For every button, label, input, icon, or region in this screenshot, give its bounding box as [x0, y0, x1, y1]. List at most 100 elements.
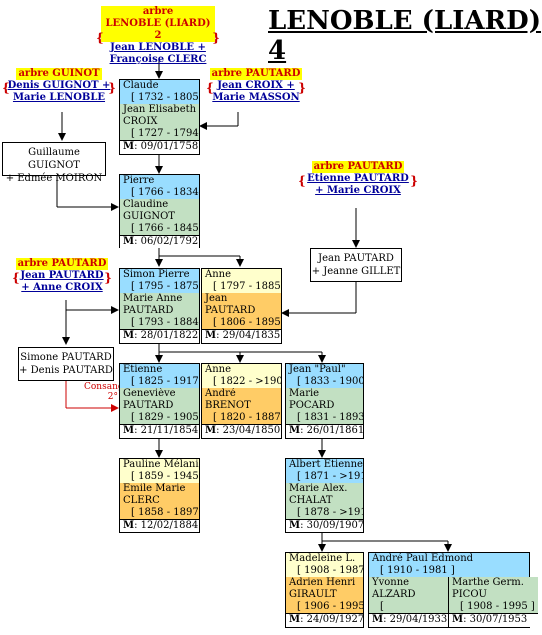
family-andre-paul[interactable]: André Paul Edmond [ 1910 - 1981 ] Yvonne… [368, 552, 538, 628]
link-names-line1[interactable]: Denis GUIGNOT + [7, 80, 111, 91]
spouse-2: Jean Elisabeth CROIX [ 1727 - 1794 ] [120, 104, 199, 140]
spouse-1: Pauline Mélanie [ 1859 - 1945 ] [120, 459, 199, 483]
person-dates: [ 1820 - 1887 ] [213, 412, 281, 423]
family-claude-croix[interactable]: Claude [ 1732 - 1805 ] Jean Elisabeth CR… [119, 79, 200, 155]
marriage-date: M: 29/04/1933 [369, 613, 448, 627]
brace-right-icon: } [212, 31, 220, 45]
family-pauline-clerc[interactable]: Pauline Mélanie [ 1859 - 1945 ] Emile Ma… [119, 458, 200, 533]
brace-left-icon: { [298, 174, 306, 188]
person-dates: [ 1906 - 1995 ] [297, 601, 363, 612]
person-name: Madeleine L. [289, 553, 356, 564]
marriage-date: M: 09/01/1758 [120, 140, 199, 154]
brace-left-icon: { [12, 271, 20, 285]
spouse-3: Marthe Germ. PICOU [ 1908 - 1995 ] [449, 577, 538, 613]
person-surname: GUIGNOT [123, 211, 175, 222]
brace-left-icon: { [2, 81, 10, 95]
marriage-date: M: 29/04/1835 [202, 329, 281, 343]
person-surname: BRENOT [205, 400, 251, 411]
tree-tag: arbre GUINOT [16, 68, 102, 80]
person-name: André [205, 388, 236, 399]
family-anne-brenot[interactable]: Anne [ 1822 - >1906 ] André BRENOT [ 182… [201, 363, 282, 439]
marriage-value: : 21/11/1854 [134, 425, 199, 436]
marriage-label: M [289, 614, 301, 625]
link-names-line2[interactable]: + Anne CROIX [21, 282, 103, 293]
person-name: Marthe Germ. [452, 577, 524, 588]
person-surname: POCARD [289, 400, 335, 411]
tree-tag: arbre PAUTARD [209, 68, 303, 80]
couple-pautard-gillet: Jean PAUTARD + Jeanne GILLET [310, 248, 402, 282]
person-name: Anne [205, 269, 232, 280]
person-dates: [ 1908 - 1995 ] [460, 601, 535, 612]
marriage-label: M [123, 425, 135, 436]
tree-tag: arbre PAUTARD [15, 258, 109, 270]
person-dates: [ 1878 - >1911 ] [297, 507, 363, 518]
marriage-date: M: 26/01/1861 [286, 424, 363, 438]
spouse-1: Madeleine L. [ 1908 - 1987 ] [286, 553, 363, 577]
family-jeanpaul-pocard[interactable]: Jean "Paul" [ 1833 - 1900 ] Marie POCARD… [285, 363, 364, 439]
person-dates: [ 1825 - 1917 ] [131, 376, 199, 387]
brace-left-icon: { [206, 81, 214, 95]
link-names-line2[interactable]: + Marie CROIX [315, 185, 401, 196]
person-name: Etienne [123, 364, 163, 375]
marriage-date: M: 28/01/1822 [120, 329, 199, 343]
link-pautard-jean[interactable]: arbre PAUTARD Jean PAUTARD + Anne CROIX … [12, 258, 112, 294]
family-madeleine-girault[interactable]: Madeleine L. [ 1908 - 1987 ] Adrien Henr… [285, 552, 364, 628]
marriage-label: M [123, 236, 135, 247]
marriage-label: M [372, 614, 384, 625]
family-simon-pautard[interactable]: Simon Pierre [ 1795 - 1875 ] Marie Anne … [119, 268, 200, 344]
marriage-label: M [205, 425, 217, 436]
link-names-line2[interactable]: Marie MASSON [212, 92, 300, 103]
marriage-value: : 28/01/1822 [134, 330, 199, 341]
marriage-date: M: 21/11/1854 [120, 424, 199, 438]
marriage-value: : 29/04/1835 [216, 330, 281, 341]
link-names-line1[interactable]: Jean LENOBLE + [110, 42, 206, 53]
link-names-line1[interactable]: Jean PAUTARD [20, 270, 104, 281]
person-dates: [ [380, 601, 384, 612]
person-dates: [ 1910 - 1981 ] [380, 565, 455, 576]
spouse-1: Claude [ 1732 - 1805 ] [120, 80, 199, 104]
couple-line2: + Edmée MOIRON [5, 173, 103, 184]
person-dates: [ 1795 - 1875 ] [131, 281, 199, 292]
person-dates: [ 1793 - 1884 ] [131, 317, 199, 328]
person-dates: [ 1871 - >1914 ] [297, 471, 363, 482]
family-albert-chalat[interactable]: Albert Etienne [ 1871 - >1914 ] Marie Al… [285, 458, 364, 533]
person-dates: [ 1831 - 1893 ] [297, 412, 363, 423]
family-pierre-guignot[interactable]: Pierre [ 1766 - 1834 ] Claudine GUIGNOT … [119, 174, 200, 248]
marriage-date: M: 06/02/1792 [120, 235, 199, 248]
person-dates: [ 1822 - >1906 ] [213, 376, 281, 387]
marriage-date: M: 12/02/1884 [120, 519, 199, 532]
link-names-line1[interactable]: Etienne PAUTARD [307, 173, 409, 184]
person-surname: PAUTARD [205, 305, 256, 316]
person-surname: ALZARD [372, 589, 416, 600]
person-surname: CLERC [123, 495, 160, 506]
person-surname: CHALAT [289, 495, 333, 506]
link-names-line1[interactable]: Jean CROIX + [217, 80, 295, 91]
link-pautard-croix[interactable]: arbre PAUTARD Jean CROIX + Marie MASSON … [206, 68, 306, 104]
brace-right-icon: } [298, 81, 306, 95]
spouse-2: Yvonne ALZARD [ [369, 577, 448, 613]
marriage-label: M [123, 520, 135, 531]
spouse-2: Geneviève PAUTARD [ 1829 - 1905 ] [120, 388, 199, 424]
marriage-date: M: 24/09/1927 [286, 613, 363, 627]
person-dates: [ 1806 - 1895 ] [213, 317, 281, 328]
person-dates: [ 1732 - 1805 ] [131, 92, 199, 103]
person-name: Anne [205, 364, 232, 375]
marriage-label: M [205, 330, 217, 341]
family-anne-pautard[interactable]: Anne [ 1797 - 1885 ] Jean PAUTARD [ 1806… [201, 268, 282, 344]
link-guignot[interactable]: arbre GUINOT Denis GUIGNOT + Marie LENOB… [2, 68, 116, 104]
couple-line1: Simone PAUTARD [20, 352, 112, 363]
spouse-1: Albert Etienne [ 1871 - >1914 ] [286, 459, 363, 483]
link-pautard-etienne[interactable]: arbre PAUTARD Etienne PAUTARD + Marie CR… [298, 161, 418, 197]
link-names-line2[interactable]: Marie LENOBLE [12, 92, 106, 103]
person-dates: [ 1859 - 1945 ] [131, 471, 199, 482]
family-etienne-pautard[interactable]: Etienne [ 1825 - 1917 ] Geneviève PAUTAR… [119, 363, 200, 439]
spouse-2: Marie Anne PAUTARD [ 1793 - 1884 ] [120, 293, 199, 329]
note-line2: 2° [107, 392, 118, 402]
person-name: Emile Marie [123, 483, 186, 494]
link-names-line2[interactable]: Françoise CLERC [109, 54, 207, 65]
person-name: Simon Pierre [123, 269, 190, 280]
marriage-value: : 09/01/1758 [134, 141, 199, 152]
marriage-value: : 24/09/1927 [300, 614, 363, 625]
